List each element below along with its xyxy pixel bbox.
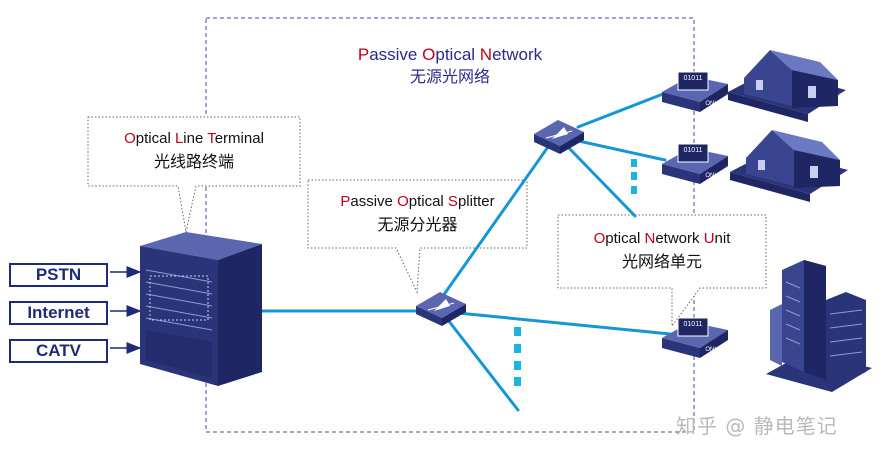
onu-screen-text: 01011 bbox=[684, 147, 703, 154]
title-text-segment: etwork bbox=[655, 230, 704, 247]
onu-screen-text: 01011 bbox=[684, 75, 703, 82]
splitter-title: Passive Optical Splitter bbox=[308, 191, 527, 213]
office-building-icon bbox=[766, 260, 872, 392]
onu-device-label: ONU bbox=[705, 101, 718, 107]
onu-subtitle: 光网络单元 bbox=[621, 252, 702, 271]
service-catv: CATV bbox=[9, 339, 108, 363]
olt-callout: Optical Line Terminal 光线路终端 bbox=[88, 128, 300, 174]
splitter-icon-2 bbox=[534, 120, 584, 154]
title-initial-letter: O bbox=[422, 45, 436, 64]
onu-title: Optical Network Unit bbox=[558, 228, 766, 250]
title-text-segment: etwork bbox=[492, 45, 543, 64]
service-internet: Internet bbox=[9, 301, 108, 325]
title-text-segment: ptical bbox=[408, 193, 448, 210]
title-initial-letter: O bbox=[397, 193, 409, 210]
title-text-segment: ptical bbox=[135, 130, 175, 147]
olt-callout-bubble bbox=[87, 116, 301, 233]
fiber-splitter2-onu2 bbox=[572, 138, 667, 162]
title-text-segment: plitter bbox=[457, 193, 495, 210]
service-pstn: PSTN bbox=[9, 263, 108, 287]
title-initial-letter: P bbox=[357, 45, 370, 64]
onu-callout-bubble bbox=[557, 214, 767, 328]
onu-device-2: 01011 ONU bbox=[662, 143, 728, 184]
more-onus-dots bbox=[514, 159, 637, 386]
fiber-splitter2-branch bbox=[565, 144, 637, 218]
pon-title: Passive Optical Network bbox=[340, 44, 560, 66]
title-text-segment: ine bbox=[183, 130, 208, 147]
title-initial-letter: L bbox=[174, 130, 184, 147]
pon-title-block: Passive Optical Network 无源光网络 bbox=[340, 44, 560, 88]
splitter-callout-bubble bbox=[307, 179, 528, 294]
onu-callout: Optical Network Unit 光网络单元 bbox=[558, 228, 766, 274]
title-initial-letter: P bbox=[340, 193, 351, 210]
watermark: 知乎 @ 静电笔记 bbox=[676, 414, 838, 438]
title-text-segment: assive bbox=[369, 45, 423, 64]
title-text-segment: nit bbox=[714, 230, 731, 247]
title-initial-letter: U bbox=[703, 230, 715, 247]
service-arrows bbox=[110, 266, 142, 354]
splitter-icon-1 bbox=[416, 292, 466, 326]
title-text-segment: assive bbox=[350, 193, 398, 210]
title-initial-letter: N bbox=[644, 230, 656, 247]
title-initial-letter: O bbox=[124, 130, 136, 147]
title-initial-letter: O bbox=[593, 230, 606, 247]
title-text-segment: erminal bbox=[214, 130, 264, 147]
pon-subtitle: 无源光网络 bbox=[409, 67, 490, 86]
fiber-splitter2-onu1 bbox=[576, 92, 665, 129]
onu-device-label: ONU bbox=[705, 347, 718, 353]
title-text-segment: ptical bbox=[435, 45, 480, 64]
splitter-callout: Passive Optical Splitter 无源分光器 bbox=[308, 191, 527, 237]
title-initial-letter: N bbox=[479, 45, 493, 64]
onu-device-label: ONU bbox=[705, 173, 718, 179]
olt-chassis-icon bbox=[140, 232, 262, 386]
olt-subtitle: 光线路终端 bbox=[153, 152, 234, 171]
house-icon-1 bbox=[728, 50, 846, 122]
title-initial-letter: S bbox=[447, 193, 458, 210]
fiber-links bbox=[260, 92, 672, 412]
title-initial-letter: T bbox=[207, 130, 215, 147]
fiber-splitter1-branch bbox=[446, 318, 520, 412]
splitter-subtitle: 无源分光器 bbox=[377, 215, 458, 234]
onu-screen-text: 01011 bbox=[684, 321, 703, 328]
fiber-splitter1-onu3 bbox=[456, 311, 672, 336]
onu-device-1: 01011 ONU bbox=[662, 71, 728, 112]
olt-title: Optical Line Terminal bbox=[88, 128, 300, 150]
fiber-splitter1-splitter2 bbox=[436, 135, 557, 305]
onu-device-3: 01011 ONU bbox=[662, 317, 728, 358]
title-text-segment: ptical bbox=[605, 230, 645, 247]
house-icon-2 bbox=[730, 130, 848, 202]
